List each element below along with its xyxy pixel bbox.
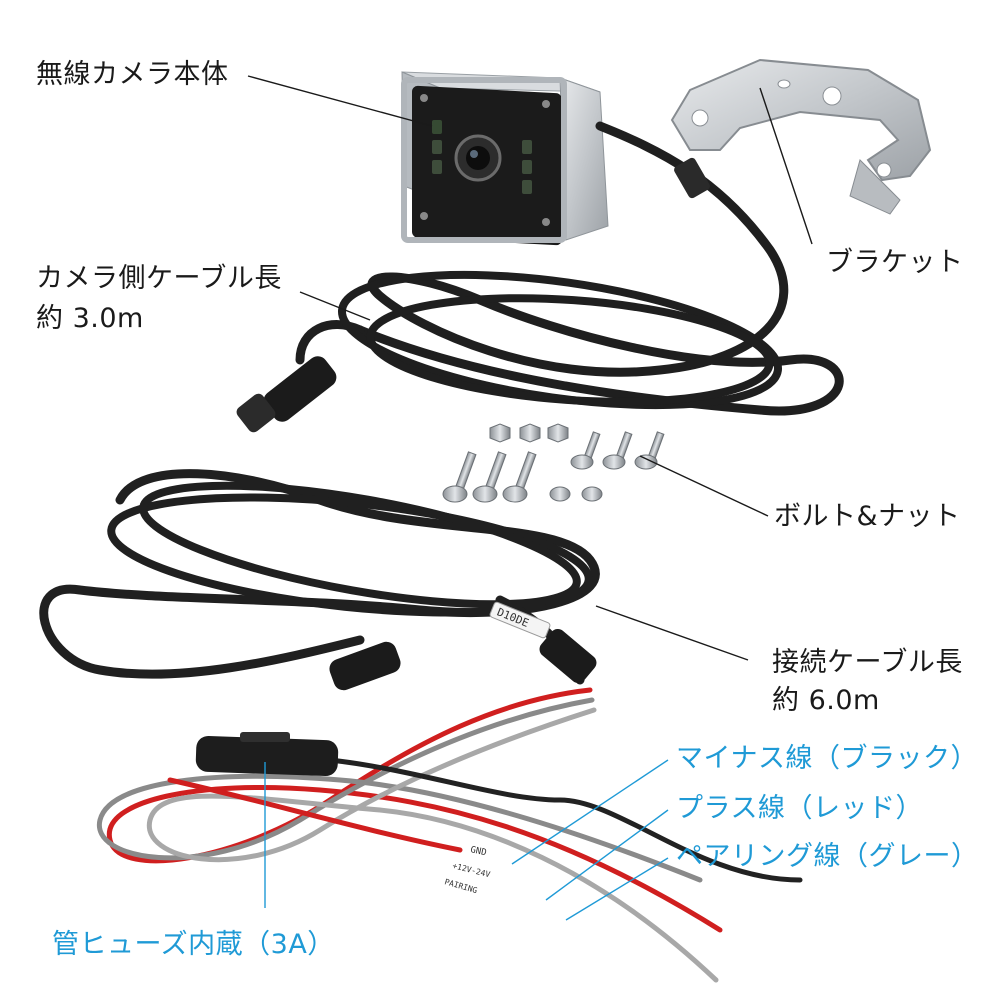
power-tag: +12V-24V bbox=[452, 861, 492, 879]
label-minus-wire: マイナス線（ブラック） bbox=[676, 743, 978, 774]
bracket bbox=[670, 58, 932, 215]
bolts-and-nuts bbox=[442, 423, 665, 503]
label-bracket: ブラケット bbox=[826, 247, 964, 278]
camera-connector bbox=[236, 157, 710, 433]
leader-lines bbox=[247, 75, 813, 661]
label-camera-cable-line2: 約 3.0m bbox=[36, 303, 144, 334]
label-conn-cable-line1: 接続ケーブル長 bbox=[772, 647, 963, 678]
label-fuse: 管ヒューズ内蔵（3A） bbox=[52, 929, 335, 960]
gnd-tag: GND bbox=[469, 845, 487, 858]
connection-connectors bbox=[329, 601, 597, 691]
label-camera-body: 無線カメラ本体 bbox=[36, 59, 229, 90]
label-plus-wire: プラス線（レッド） bbox=[676, 793, 923, 824]
label-bolts: ボルト&ナット bbox=[774, 501, 961, 532]
blue-leader-lines bbox=[264, 759, 669, 921]
power-wires bbox=[96, 687, 803, 983]
label-camera-cable-line1: カメラ側ケーブル長 bbox=[36, 263, 282, 294]
fuse-holder bbox=[195, 732, 339, 777]
camera-body bbox=[401, 71, 609, 246]
pairing-tag: PAIRING bbox=[443, 877, 478, 895]
label-conn-cable-line2: 約 6.0m bbox=[772, 685, 880, 716]
label-pairing-wire: ペアリング線（グレー） bbox=[676, 841, 979, 872]
